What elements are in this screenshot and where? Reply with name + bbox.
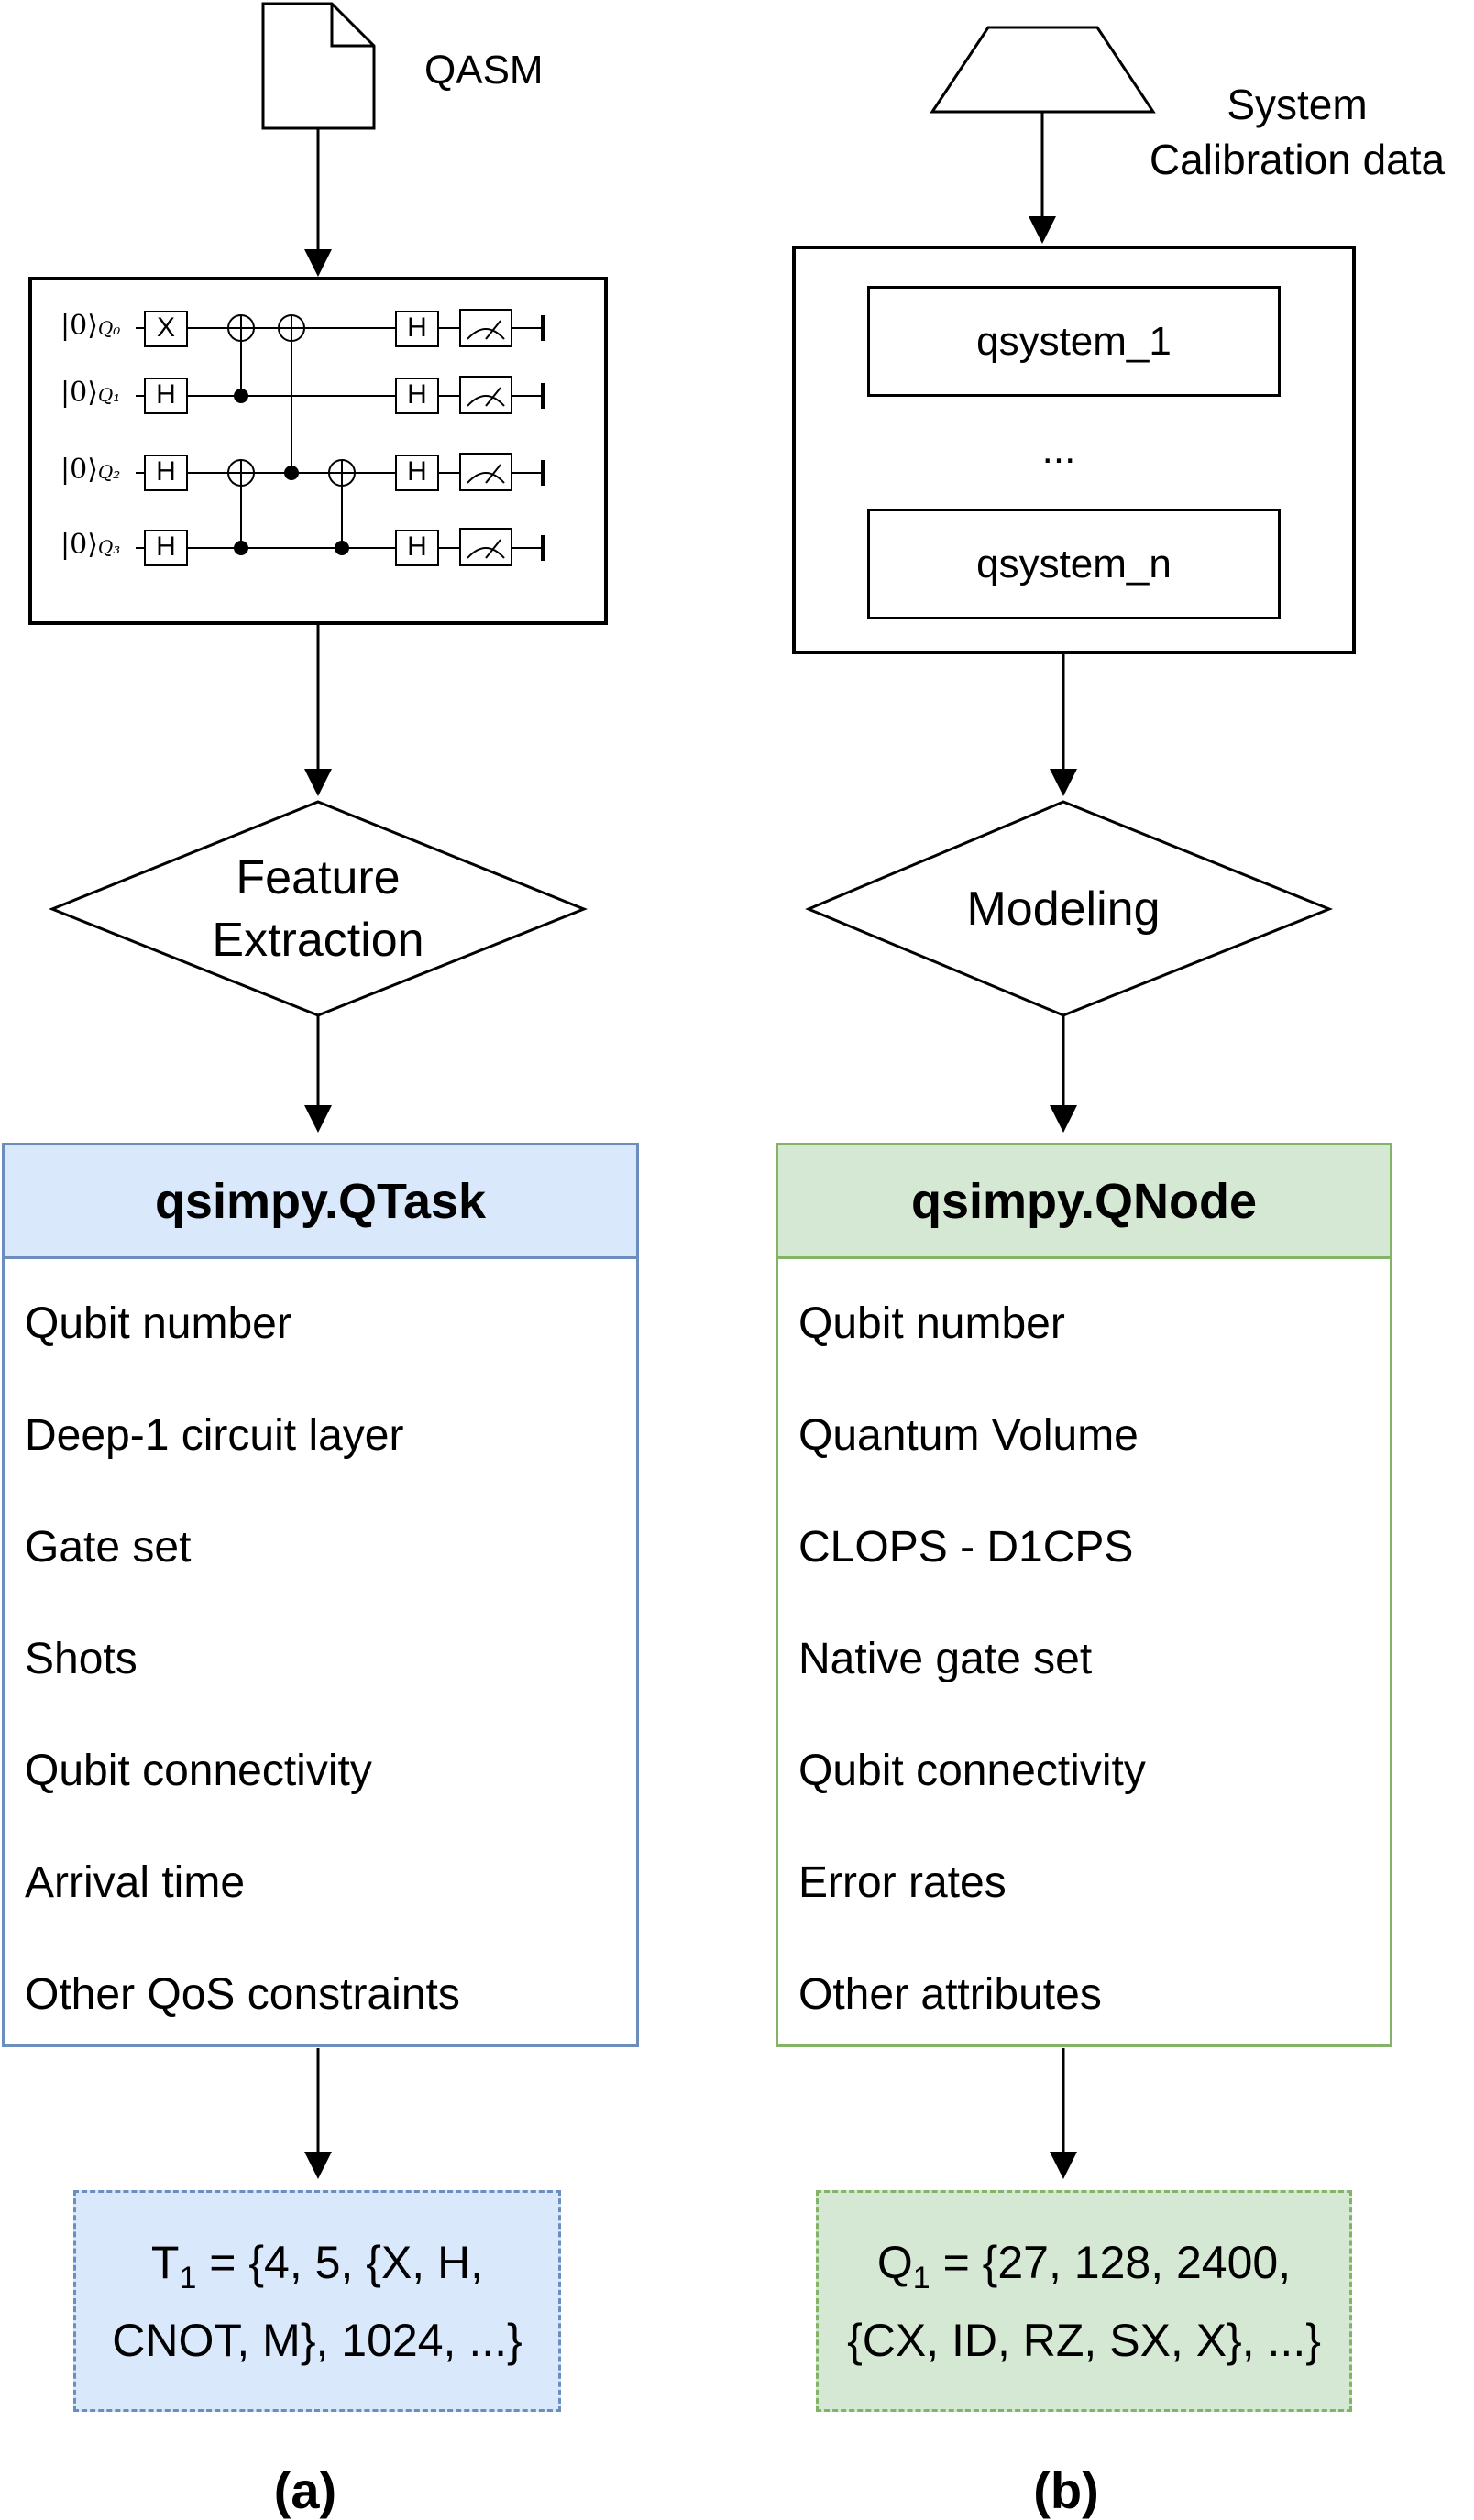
gate-h: H [156,531,176,562]
qnode-attribute: Native gate set [798,1635,1093,1683]
calibration-label-line2: Calibration data [1149,136,1446,183]
qtask-example-line1: T1 = {4, 5, {X, H, [150,2236,484,2295]
qtask-attribute: Deep-1 circuit layer [25,1411,404,1460]
calibration-label-line1: System [1226,81,1368,128]
gate-x: X [156,312,175,343]
gate-h: H [407,456,427,487]
qnode-example-line1: Q1 = {27, 128, 2400, [876,2236,1292,2295]
qnode-table: qsimpy.QNode Qubit number Quantum Volume… [776,1143,1392,2047]
qsystem-first-label: qsystem_1 [976,318,1172,364]
qtask-title: qsimpy.QTask [5,1145,636,1259]
qnode-attribute: Qubit connectivity [798,1747,1146,1795]
feature-extraction-line2: Extraction [212,914,424,967]
caption-a: (a) [273,2461,337,2519]
qsystem-last-label: qsystem_n [976,541,1172,586]
qtask-table: qsimpy.QTask Qubit number Deep-1 circuit… [2,1143,639,2047]
measurement-icon [459,309,512,566]
quantum-circuit [136,309,544,566]
qnode-attribute: Qubit number [798,1299,1065,1348]
feature-extraction-label: Feature Extraction [135,847,501,971]
qtask-example-line2: CNOT, M}, 1024, ...} [112,2314,522,2366]
qubit-label-3: |0⟩Q₃ [60,529,121,561]
qnode-attribute: Quantum Volume [798,1411,1138,1460]
qnode-example-line2: {CX, ID, RZ, SX, X}, ...} [847,2314,1321,2366]
calibration-data-label: System Calibration data [1141,77,1453,187]
qsystem-last: qsystem_n [867,509,1281,619]
qtask-example: T1 = {4, 5, {X, H, CNOT, M}, 1024, ...} [73,2190,561,2412]
modeling-diamond [805,800,1334,1017]
qtask-attribute: Qubit number [25,1299,292,1348]
document-icon [261,2,376,130]
qnode-attribute: CLOPS - D1CPS [798,1523,1134,1572]
gate-h: H [407,531,427,562]
qsystem-first: qsystem_1 [867,286,1281,397]
qubit-label-0: |0⟩Q₀ [60,310,121,342]
qnode-attribute: Error rates [798,1858,1006,1907]
feature-extraction-line1: Feature [236,851,401,904]
qtask-attribute: Qubit connectivity [25,1747,372,1795]
qtask-attribute: Gate set [25,1523,192,1572]
gate-h: H [156,379,176,410]
qsystem-ellipsis: ... [1041,427,1076,472]
qubit-label-2: |0⟩Q₂ [60,454,121,486]
caption-b: (b) [1033,2461,1099,2519]
calibration-data-icon [930,26,1156,114]
gate-h: H [407,312,427,343]
qasm-label: QASM [424,48,544,93]
qubit-label-1: |0⟩Q₁ [60,377,121,409]
qnode-attribute: Other attributes [798,1970,1102,2019]
feature-extraction-diamond [48,800,588,1017]
gate-h: H [156,456,176,487]
modeling-label: Modeling [966,882,1160,936]
gate-h: H [407,379,427,410]
qtask-attribute: Arrival time [25,1858,246,1907]
qnode-example: Q1 = {27, 128, 2400, {CX, ID, RZ, SX, X}… [816,2190,1352,2412]
qtask-attribute: Other QoS constraints [25,1970,460,2019]
qnode-title: qsimpy.QNode [778,1145,1390,1259]
qtask-attribute: Shots [25,1635,138,1683]
